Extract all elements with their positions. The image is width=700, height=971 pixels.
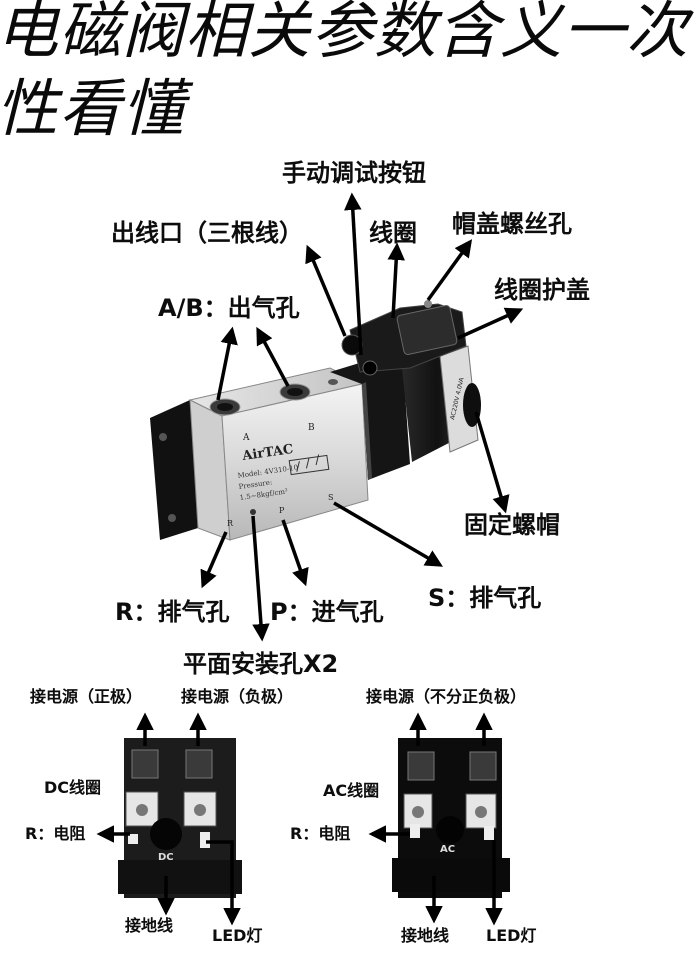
port-s-letter: S <box>328 493 333 502</box>
port-a-letter: A <box>242 433 250 443</box>
arrow-mount-holes <box>251 515 270 642</box>
brand-logo: AirTAC <box>240 442 294 464</box>
label-ac-power: 接电源（不分正负极） <box>366 687 527 706</box>
label-coil-cover: 线圈护盖 <box>494 276 590 304</box>
label-ab-outlet: A/B：出气孔 <box>158 294 300 322</box>
label-r-exhaust: R：排气孔 <box>115 598 230 626</box>
label-dc-ground: 接地线 <box>125 916 174 935</box>
label-ac-led: LED灯 <box>486 926 537 945</box>
arrow-fixing-nut <box>474 411 510 514</box>
ac-wiring-arrows <box>368 712 503 926</box>
valve-illustration: A B AirTAC Model: 4V310-10 Pressure: 1.5… <box>150 300 481 541</box>
label-ac-coil: AC线圈 <box>323 781 380 800</box>
arrow-manual-button <box>344 192 363 356</box>
label-dc-power-negative: 接电源（负极） <box>181 687 294 706</box>
label-outlet-wires: 出线口（三根线） <box>111 219 303 247</box>
ac-center-post <box>436 816 464 844</box>
label-manual-button: 手动调试按钮 <box>282 159 426 187</box>
label-dc-power-positive: 接电源（正极） <box>30 687 143 706</box>
cap-screw <box>424 300 432 308</box>
port-p-letter: P <box>279 506 285 515</box>
dc-wiring-illustration: DC <box>118 738 242 898</box>
arrow-r-exhaust <box>200 531 228 589</box>
dc-wiring-arrows <box>96 712 241 926</box>
valve-pointer-arrows <box>200 192 524 642</box>
label-dc-coil: DC线圈 <box>44 778 102 797</box>
arrow-cap-screw <box>426 239 473 302</box>
valve-symbol <box>288 454 330 476</box>
ac-mark: AC <box>440 844 455 855</box>
label-dc-led: LED灯 <box>212 926 263 945</box>
dc-mark: DC <box>158 852 174 863</box>
ac-wiring-illustration: AC <box>392 738 510 898</box>
label-cap-screw-hole: 帽盖螺丝孔 <box>452 210 572 238</box>
page-title-line-1: 电磁阀相关参数含义一次 <box>0 0 690 67</box>
label-mount-holes: 平面安装孔X2 <box>183 650 339 678</box>
label-fixing-nut: 固定螺帽 <box>464 511 560 539</box>
arrow-a-outlet <box>216 326 238 401</box>
arrow-p-inlet <box>281 519 309 587</box>
label-ac-ground: 接地线 <box>401 926 450 945</box>
arrow-s-exhaust <box>333 501 444 567</box>
dc-center-post <box>150 818 182 850</box>
arrow-coil-cover <box>457 307 524 340</box>
arrow-b-outlet <box>256 326 290 387</box>
label-dc-resistor: R：电阻 <box>25 824 86 843</box>
label-ac-resistor: R：电阻 <box>290 824 351 843</box>
solenoid-block <box>330 350 410 480</box>
port-b-letter: B <box>308 423 315 433</box>
port-r-letter: R <box>227 519 234 528</box>
arrow-outlet-wires <box>305 244 347 337</box>
mount-hole <box>250 509 256 515</box>
manual-button <box>362 360 378 376</box>
label-p-inlet: P：进气孔 <box>270 598 384 626</box>
page-title-line-2: 性看懂 <box>0 72 186 145</box>
arrow-coil <box>387 242 405 319</box>
label-coil: 线圈 <box>369 219 417 247</box>
label-s-exhaust: S：排气孔 <box>428 584 542 612</box>
